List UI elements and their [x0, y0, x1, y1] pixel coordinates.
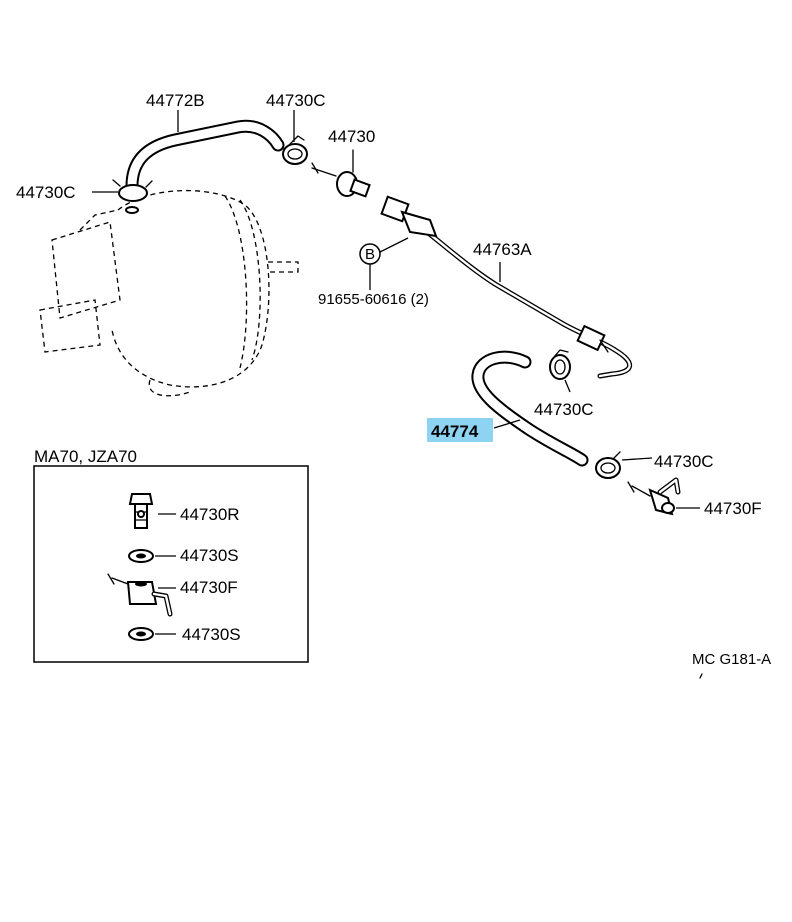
label-hose-upper: 44772B: [146, 91, 205, 110]
label-bolt-spec: 91655-60616 (2): [318, 291, 429, 308]
hose-clamp-lower-right: [595, 451, 653, 479]
inset-gasket-bottom: [128, 627, 176, 641]
label-inset-union: 44730F: [180, 578, 238, 597]
inset-union-bolt: [128, 493, 176, 529]
brake-booster-illustration: [39, 189, 299, 397]
label-clamp-upper-left: 44730C: [16, 183, 76, 202]
union-fitting: [627, 477, 700, 516]
bolt-marker: B: [359, 237, 409, 290]
bolt-marker-letter: B: [365, 246, 375, 263]
inset-union: [107, 573, 176, 617]
inset-box: [33, 465, 309, 663]
label-inset-union-bolt: 44730R: [180, 505, 240, 524]
hose-clamp-upper-right: [282, 135, 308, 165]
label-inset-gasket-bottom: 44730S: [182, 625, 241, 644]
hose-clamp-lower-top: [549, 349, 571, 393]
label-clamp-lower-top: 44730C: [534, 400, 594, 419]
vacuum-pipe-assembly: [380, 195, 633, 379]
inset-title: MA70, JZA70: [34, 447, 137, 466]
label-vacuum-pipe: 44763A: [473, 240, 532, 259]
inset-gasket-top: [128, 549, 176, 563]
highlight-box: [427, 418, 493, 442]
hose-clamp-upper-left: [112, 179, 153, 214]
label-union-fitting: 44730F: [704, 499, 762, 518]
label-check-valve: 44730: [328, 127, 375, 146]
diagram-code: MC G181-A: [692, 651, 771, 668]
label-clamp-upper-right: 44730C: [266, 91, 326, 110]
lower-vacuum-hose: [471, 350, 589, 467]
label-hose-lower-highlighted[interactable]: 44774: [431, 422, 479, 441]
label-inset-gasket-top: 44730S: [180, 546, 239, 565]
upper-vacuum-hose: [125, 119, 285, 193]
label-clamp-lower-right: 44730C: [654, 452, 714, 471]
check-valve: [311, 149, 371, 198]
